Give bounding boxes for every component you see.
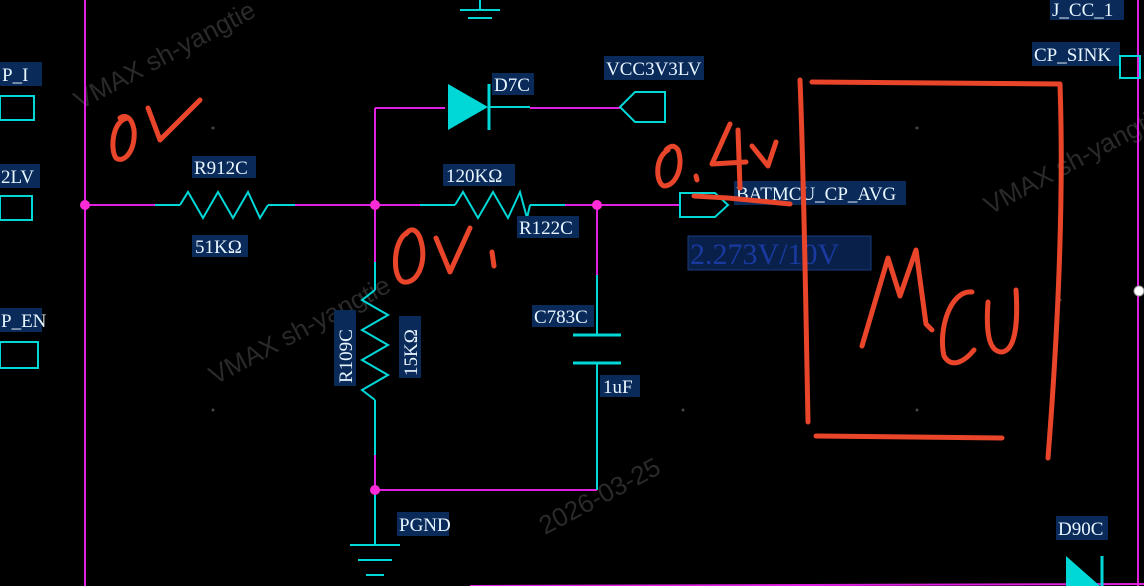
top-ground-symbol <box>460 0 500 19</box>
net-label: P_I <box>2 65 28 86</box>
resistor-r109c[interactable]: R109C 15KΩ <box>334 289 422 401</box>
resistor-value-label: 15KΩ <box>401 329 422 376</box>
handwritten-MCU-box-icon <box>797 77 1064 461</box>
handwritten-0V-icon <box>110 97 203 162</box>
net-label-left-2[interactable]: 2LV <box>0 164 40 221</box>
resistor-ref-label: R122C <box>519 218 573 239</box>
watermark-text: VMAX sh-yangtie <box>69 0 260 115</box>
handwritten-0V-node-icon <box>392 225 497 285</box>
capacitor-value-label: 1uF <box>603 377 633 398</box>
diode-ref-label: D7C <box>494 75 530 96</box>
net-label: 2LV <box>1 167 34 188</box>
resistor-r122c[interactable]: 120KΩ R122C <box>443 164 579 239</box>
net-label-left-1[interactable]: P_I <box>0 62 42 121</box>
probe-readout: 2.273V/10V <box>687 235 872 271</box>
net-label: VCC3V3LV <box>606 59 702 80</box>
grid-dots <box>211 126 1062 412</box>
resistor-value-label: 120KΩ <box>446 166 502 187</box>
diode-ref-label: D90C <box>1058 519 1103 540</box>
net-label: CP_SINK <box>1034 45 1111 66</box>
capacitor-c783c[interactable]: C783C 1uF <box>532 305 640 398</box>
net-label-j-cc[interactable]: J_CC_1 <box>1050 0 1124 21</box>
resistor-r912c[interactable]: R912C 51KΩ <box>179 156 269 258</box>
net-label: J_CC_1 <box>1052 0 1113 21</box>
resistor-ref-label: R109C <box>336 329 357 383</box>
component-leads <box>155 204 598 545</box>
net-label: PGND <box>399 515 451 536</box>
power-port-vcc3v3lv[interactable]: VCC3V3LV <box>604 56 704 123</box>
net-label-cp-sink[interactable]: CP_SINK <box>1032 42 1141 79</box>
net-label: P_EN <box>1 311 47 332</box>
scroll-handle[interactable] <box>1133 285 1144 297</box>
resistor-value-label: 51KΩ <box>195 237 242 258</box>
watermark-text: VMAX sh-yangtie <box>204 270 395 391</box>
junction-dots <box>80 200 602 495</box>
ground-pgnd[interactable]: PGND <box>350 512 451 576</box>
diode-d90c[interactable]: D90C <box>1056 516 1108 586</box>
resistor-ref-label: R912C <box>194 158 248 179</box>
probe-value: 2.273V/10V <box>690 238 840 271</box>
handwritten-0.4V-icon <box>655 121 793 207</box>
watermark-date: 2026-03-25 <box>534 451 666 540</box>
capacitor-ref-label: C783C <box>534 307 588 328</box>
diode-d7c[interactable]: D7C <box>448 73 534 130</box>
net-label-left-3[interactable]: P_EN <box>0 308 47 369</box>
net-label: BATMCU_CP_AVG <box>736 184 896 205</box>
